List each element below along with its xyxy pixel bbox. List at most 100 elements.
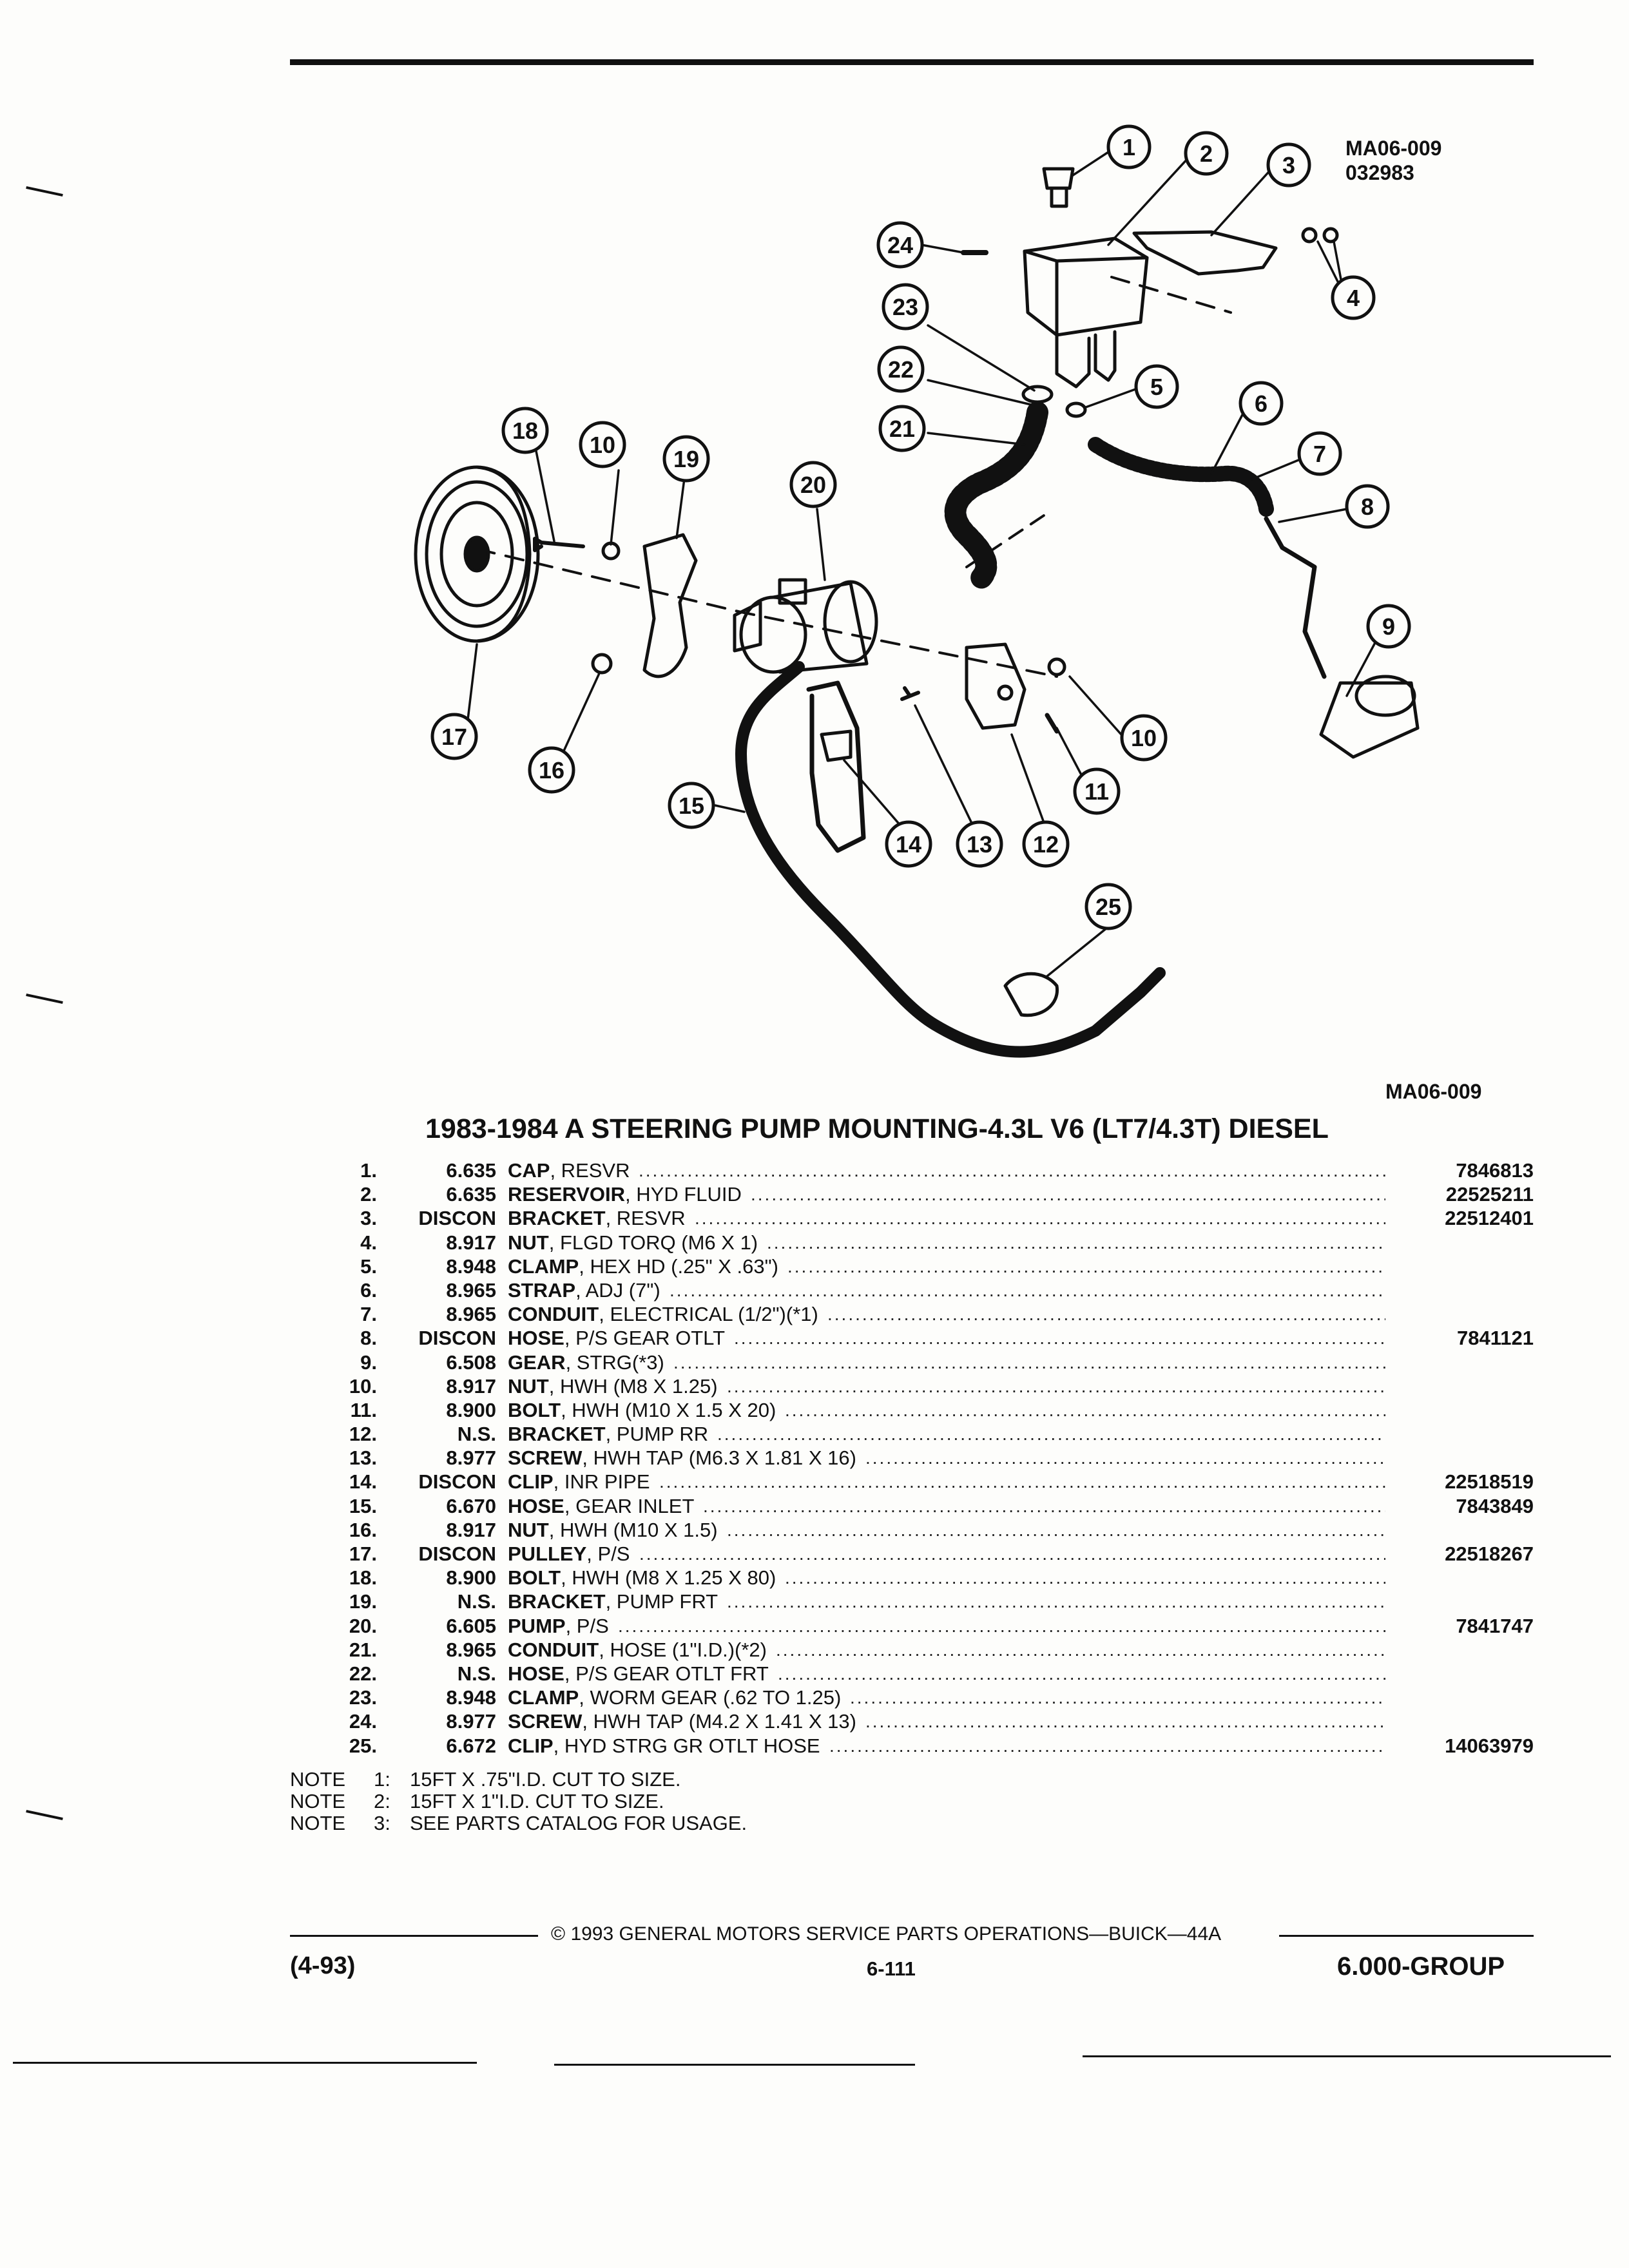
part-row: 22.N.S.HOSE, P/S GEAR OTLT FRT..........… [284, 1662, 1534, 1686]
svg-text:21: 21 [889, 416, 915, 442]
part-name-text: HOSE [508, 1327, 564, 1350]
part-description: , P/S GEAR OTLT [564, 1327, 726, 1350]
inner-pipe-drawing [806, 680, 866, 853]
part-name-text: GEAR [508, 1350, 566, 1374]
part-name: HOSE, P/S GEAR OTLT [508, 1326, 725, 1350]
part-group: 6.635 [446, 1183, 496, 1206]
part-group: 8.965 [446, 1303, 496, 1326]
part-group: 8.900 [446, 1398, 496, 1421]
part-name-text: NUT [508, 1231, 549, 1254]
part-number: 20. [349, 1614, 377, 1637]
part-description: , HYD FLUID [625, 1183, 742, 1206]
part-description: , P/S [586, 1542, 630, 1565]
assembly-axis-line [476, 548, 1058, 678]
footer-copyright: © 1993 GENERAL MOTORS SERVICE PARTS OPER… [551, 1923, 1222, 1945]
part-name: PULLEY, P/S [508, 1542, 630, 1566]
callout-25: 25 [1084, 883, 1132, 930]
part-group: 8.900 [446, 1566, 496, 1590]
part-group: 6.635 [446, 1159, 496, 1182]
nut-drawing [591, 653, 613, 675]
pump-drawing [733, 578, 878, 674]
svg-text:25: 25 [1095, 894, 1121, 920]
callout-10: 10 [579, 421, 626, 468]
hose-line-drawing [1264, 516, 1327, 679]
callout-13: 13 [956, 820, 1003, 868]
part-description: , PUMP RR [605, 1423, 709, 1446]
leader-dots: ........................................… [865, 1448, 1385, 1468]
part-group: 8.948 [446, 1686, 496, 1709]
front-bracket-drawing [642, 533, 698, 678]
part-description: , HWH (M8 X 1.25) [548, 1374, 718, 1398]
part-number: 4. [360, 1231, 377, 1254]
callout-19: 19 [662, 435, 710, 483]
part-catalog-number: 22512401 [1445, 1207, 1534, 1230]
callout-1: 1 [1106, 124, 1152, 169]
part-name-text: NUT [508, 1374, 549, 1398]
reservoir-bracket-drawing [1132, 230, 1278, 276]
part-catalog-number: 22518519 [1445, 1470, 1534, 1494]
svg-text:2: 2 [1200, 140, 1213, 167]
part-description: , INR PIPE [553, 1470, 650, 1494]
part-description: , HWH (M10 X 1.5) [548, 1518, 718, 1541]
leader-dots: ........................................… [827, 1304, 1385, 1325]
svg-text:10: 10 [590, 432, 615, 458]
footer-group: 6.000-GROUP [1337, 1952, 1505, 1981]
part-group: 6.672 [446, 1734, 496, 1757]
svg-text:10: 10 [1131, 725, 1157, 751]
part-number: 6. [360, 1278, 377, 1302]
part-number: 17. [349, 1542, 377, 1565]
part-name: NUT, HWH (M10 X 1.5) [508, 1518, 718, 1542]
part-description: , HWH (M10 X 1.5 X 20) [561, 1398, 776, 1421]
note-number: 1: [374, 1768, 390, 1791]
part-description: , HOSE (1"I.D.)(*2) [599, 1638, 767, 1661]
part-name-text: BOLT [508, 1398, 561, 1421]
callout-23: 23 [882, 283, 929, 331]
footer-rule-right [1279, 1935, 1534, 1937]
part-number: 7. [360, 1303, 377, 1326]
part-row: 19.N.S.BRACKET, PUMP FRT................… [284, 1590, 1534, 1613]
cap-drawing [1042, 167, 1075, 208]
reservoir-drawing [1023, 236, 1149, 389]
svg-text:1: 1 [1123, 134, 1135, 160]
part-number: 1. [360, 1159, 377, 1182]
leader-dots: ........................................… [850, 1687, 1385, 1708]
part-number: 18. [349, 1566, 377, 1590]
svg-text:13: 13 [967, 831, 992, 858]
callout-4: 4 [1331, 275, 1376, 320]
part-catalog-number: 22525211 [1445, 1183, 1534, 1206]
part-number: 3. [360, 1207, 377, 1230]
screw-drawing [900, 686, 920, 701]
callout-22: 22 [877, 345, 925, 393]
part-name-text: CLAMP [508, 1686, 579, 1709]
part-name-text: SCREW [508, 1710, 583, 1733]
clamp-drawing [1021, 385, 1054, 404]
part-group: 8.917 [446, 1231, 496, 1254]
inlet-hose-drawing [735, 661, 1166, 1058]
callout-7: 7 [1297, 431, 1342, 476]
leader-dots: ........................................… [703, 1495, 1385, 1516]
leader-dots: ........................................… [673, 1352, 1385, 1372]
part-number: 25. [349, 1734, 377, 1757]
exploded-parts-diagram: 1 2 3 4 5 6 7 8 9 10 10 11 12 13 14 15 1… [414, 124, 1420, 1058]
callout-9: 9 [1366, 604, 1411, 649]
nut-drawing [1301, 227, 1318, 244]
part-group: 8.948 [446, 1254, 496, 1278]
note-text: 15FT X 1"I.D. CUT TO SIZE. [410, 1790, 664, 1812]
part-name-text: STRAP [508, 1278, 576, 1302]
svg-text:9: 9 [1382, 613, 1395, 640]
part-group: 8.917 [446, 1518, 496, 1541]
clamp-drawing [1065, 401, 1087, 418]
part-description: , HEX HD (.25" X .63") [579, 1254, 778, 1278]
callout-18: 18 [501, 407, 549, 454]
